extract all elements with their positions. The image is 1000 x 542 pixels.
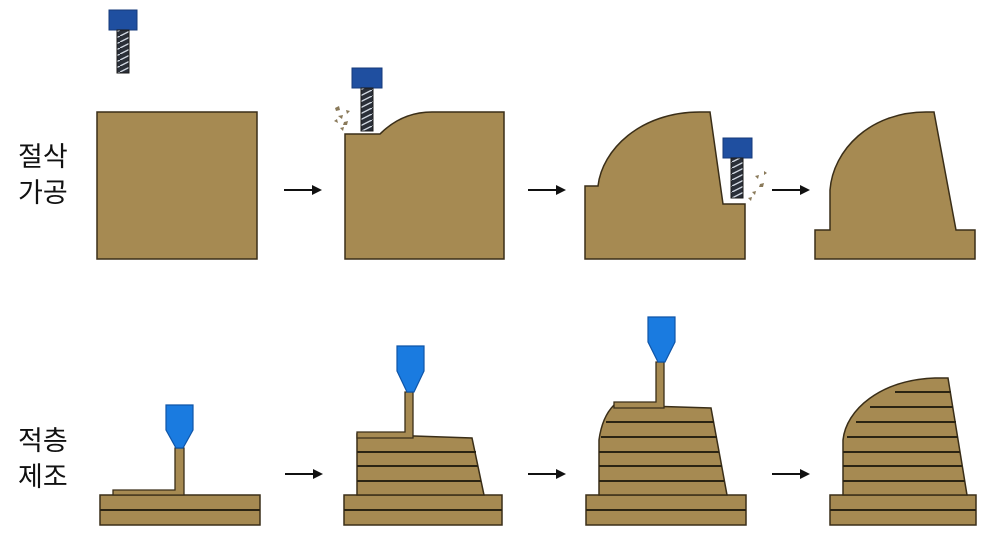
carved-block (584, 111, 746, 260)
additive-step-3 (585, 316, 747, 526)
right-arrow-icon (772, 185, 810, 195)
partially-cut-block (344, 111, 505, 260)
layer-lines (357, 451, 481, 482)
layered-part (356, 433, 485, 496)
deposited-bead (356, 391, 414, 439)
additive-step-4 (829, 377, 977, 526)
additive-step-2 (343, 345, 503, 526)
additive-step-1 (99, 404, 261, 526)
subtractive-step-1 (96, 9, 258, 260)
print-nozzle-icon (165, 404, 194, 449)
chips-icon (748, 171, 767, 201)
subtractive-row-label: 절삭 가공 (18, 142, 68, 209)
subtractive-step-2 (334, 67, 505, 260)
milling-cutter-icon (351, 67, 383, 132)
print-nozzle-icon (396, 345, 425, 393)
right-arrow-icon (772, 469, 810, 479)
subtractive-step-4 (814, 111, 976, 260)
right-arrow-icon (528, 185, 566, 195)
raw-block (96, 111, 258, 260)
deposited-bead (112, 447, 185, 496)
deposited-bead (613, 361, 665, 409)
finished-part (814, 111, 976, 260)
layered-part (598, 404, 728, 496)
layer-lines (599, 421, 724, 482)
chips-icon (334, 106, 350, 131)
right-arrow-icon (284, 185, 322, 195)
print-nozzle-icon (647, 316, 676, 363)
milling-cutter-icon (722, 137, 753, 199)
milling-cutter-icon (108, 9, 138, 74)
additive-row-label: 적층 제조 (18, 426, 68, 493)
right-arrow-icon (285, 469, 323, 479)
subtractive-step-3 (584, 111, 767, 260)
right-arrow-icon (528, 469, 566, 479)
layer-lines (843, 391, 965, 482)
